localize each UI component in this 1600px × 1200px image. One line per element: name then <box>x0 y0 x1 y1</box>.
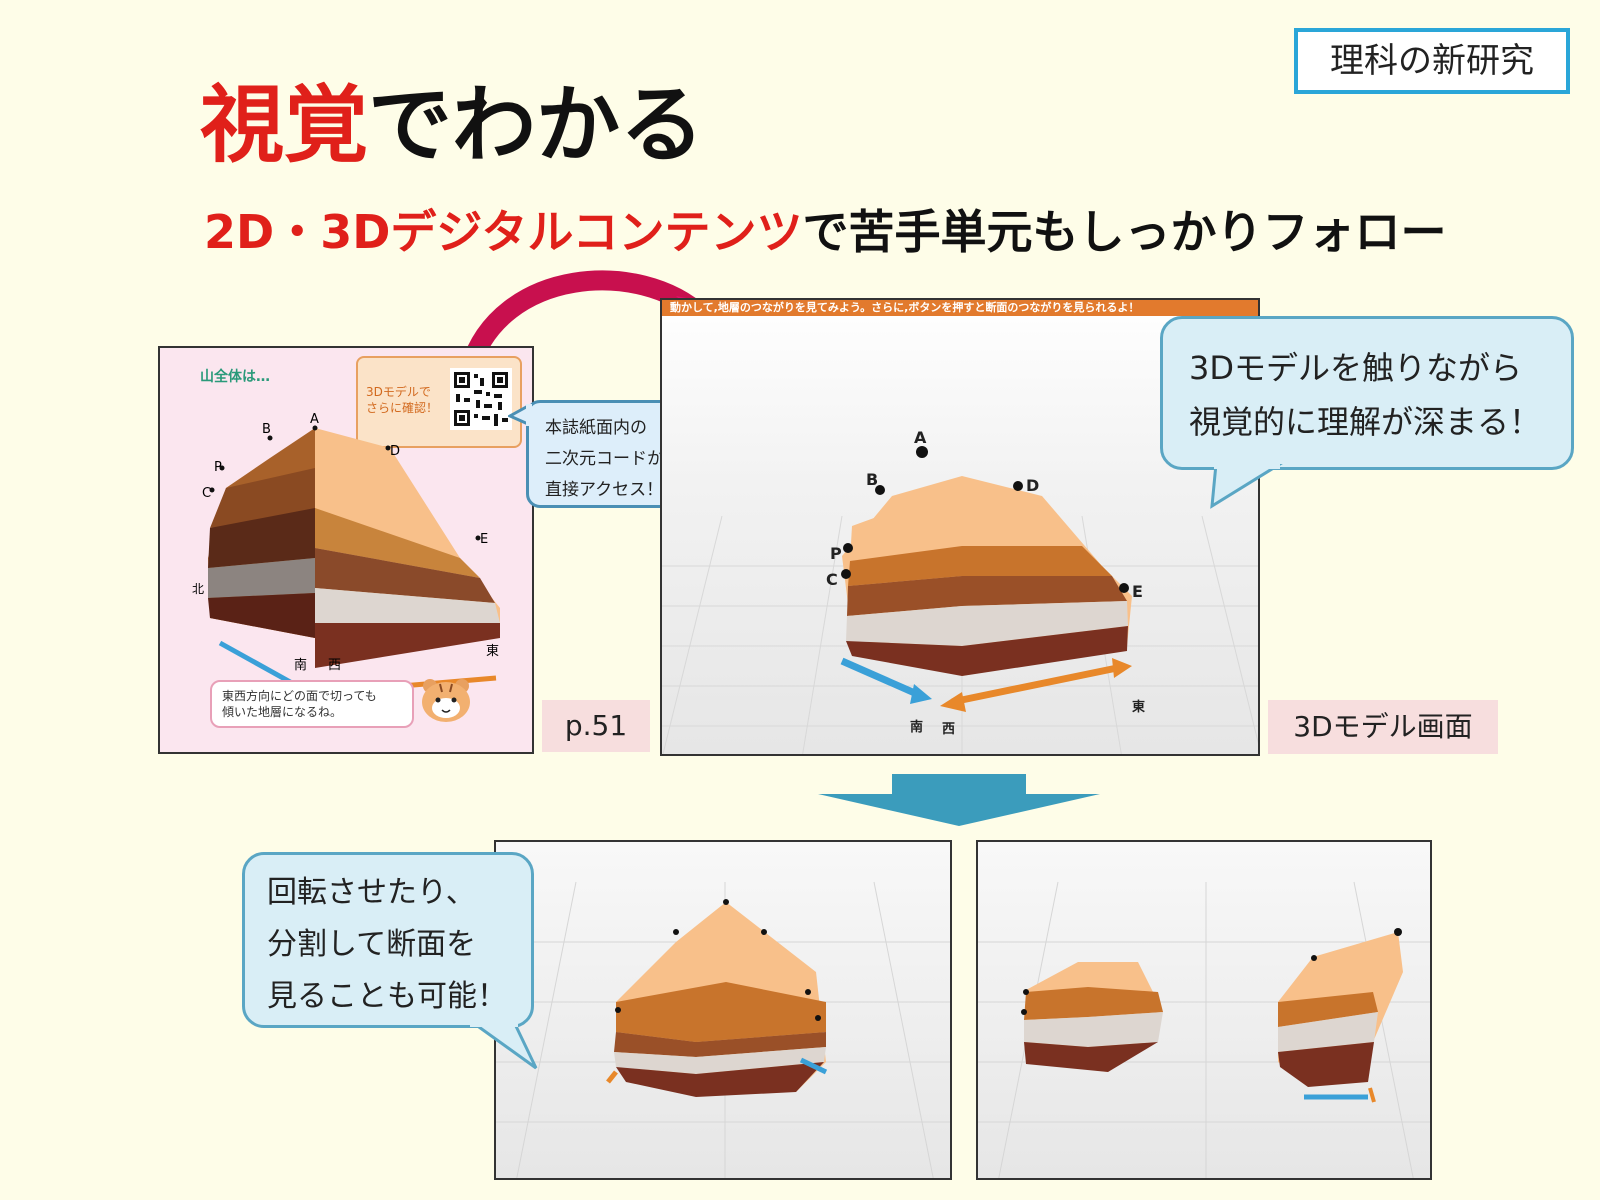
qr-bubble-line2: さらに確認！ <box>366 401 439 415</box>
model-screen-caption: 3Dモデル画面 <box>1268 700 1498 754</box>
model-south-label: 南 <box>910 720 924 735</box>
point-label-a: A <box>310 412 319 427</box>
excerpt-strata-diagram <box>208 425 500 696</box>
model-point-a: A <box>914 428 927 447</box>
model-instruction-bar: 動かして,地層のつながりを見てみよう。さらに,ボタンを押すと断面のつながりを見ら… <box>662 300 1258 316</box>
south-label: 南 <box>294 658 308 673</box>
qr-callout-tail <box>508 404 532 426</box>
split-model-view[interactable] <box>978 842 1432 1180</box>
point-label-d: D <box>390 444 401 459</box>
page-caption: p.51 <box>542 700 650 752</box>
qr-callout-line3: 直接アクセス！ <box>545 480 664 500</box>
down-arrow-icon <box>818 774 1100 826</box>
point-label-b: B <box>262 422 271 437</box>
3d-callout-tail <box>1210 464 1283 509</box>
rotate-callout-tail <box>470 1022 538 1070</box>
rotated-model-view[interactable] <box>496 842 952 1180</box>
model-point-p: P <box>830 544 842 563</box>
qr-bubble-line1: 3Dモデルで <box>366 385 431 399</box>
point-label-c: C <box>202 486 212 501</box>
subtitle-highlight: 2D・3Dデジタルコンテンツ <box>204 205 803 259</box>
west-label: 西 <box>328 658 342 673</box>
page-subtitle: 2D・3Dデジタルコンテンツで苦手単元もしっかりフォロー <box>204 196 1447 262</box>
series-badge: 理科の新研究 <box>1294 28 1570 94</box>
speech-line1: 東西方向にどの面で切っても <box>222 689 377 703</box>
qr-callout-line2: 二次元コードから <box>545 449 681 469</box>
3d-callout-line2: 視覚的に理解が深まる！ <box>1189 403 1542 441</box>
qr-callout-line1: 本誌紙面内の <box>545 418 647 438</box>
model-west-label: 西 <box>942 722 956 737</box>
model-point-b: B <box>866 470 879 489</box>
model-point-e: E <box>1132 582 1143 601</box>
rotate-callout-line3: 見ることも可能！ <box>267 979 507 1014</box>
3d-callout: 3Dモデルを触りながら 視覚的に理解が深まる！ <box>1160 316 1574 470</box>
title-rest: でわかる <box>368 76 705 174</box>
model-3d-view[interactable] <box>662 316 1260 756</box>
point-label-e: E <box>480 532 489 547</box>
rotate-callout: 回転させたり、 分割して断面を 見ることも可能！ <box>242 852 534 1028</box>
east-label: 東 <box>486 644 500 659</box>
qr-bubble: 3Dモデルで さらに確認！ <box>356 356 522 448</box>
model-point-c: C <box>826 570 838 589</box>
model-point-d: D <box>1026 476 1040 495</box>
character-speech: 東西方向にどの面で切っても 傾いた地層になるね。 <box>210 680 414 728</box>
qr-code-icon[interactable] <box>450 368 512 430</box>
model-east-label: 東 <box>1132 700 1146 715</box>
rotate-callout-line2: 分割して断面を <box>267 927 477 962</box>
subtitle-rest: で苦手単元もしっかりフォロー <box>802 205 1447 259</box>
speech-line2: 傾いた地層になるね。 <box>222 705 343 719</box>
title-highlight: 視覚 <box>200 76 369 174</box>
page-title: 視覚でわかる <box>200 58 704 179</box>
3d-callout-line1: 3Dモデルを触りながら <box>1189 349 1523 387</box>
point-label-p: P <box>214 460 222 475</box>
excerpt-heading: 山全体は… <box>200 369 270 385</box>
north-label: 北 <box>192 582 205 596</box>
split-model-screen[interactable] <box>976 840 1432 1180</box>
rotated-model-screen[interactable] <box>494 840 952 1180</box>
tiger-mascot-icon <box>422 679 470 722</box>
rotate-callout-line1: 回転させたり、 <box>267 875 476 910</box>
textbook-page-excerpt: 山全体は… 3Dモデルで さらに確認！ <box>158 346 534 754</box>
